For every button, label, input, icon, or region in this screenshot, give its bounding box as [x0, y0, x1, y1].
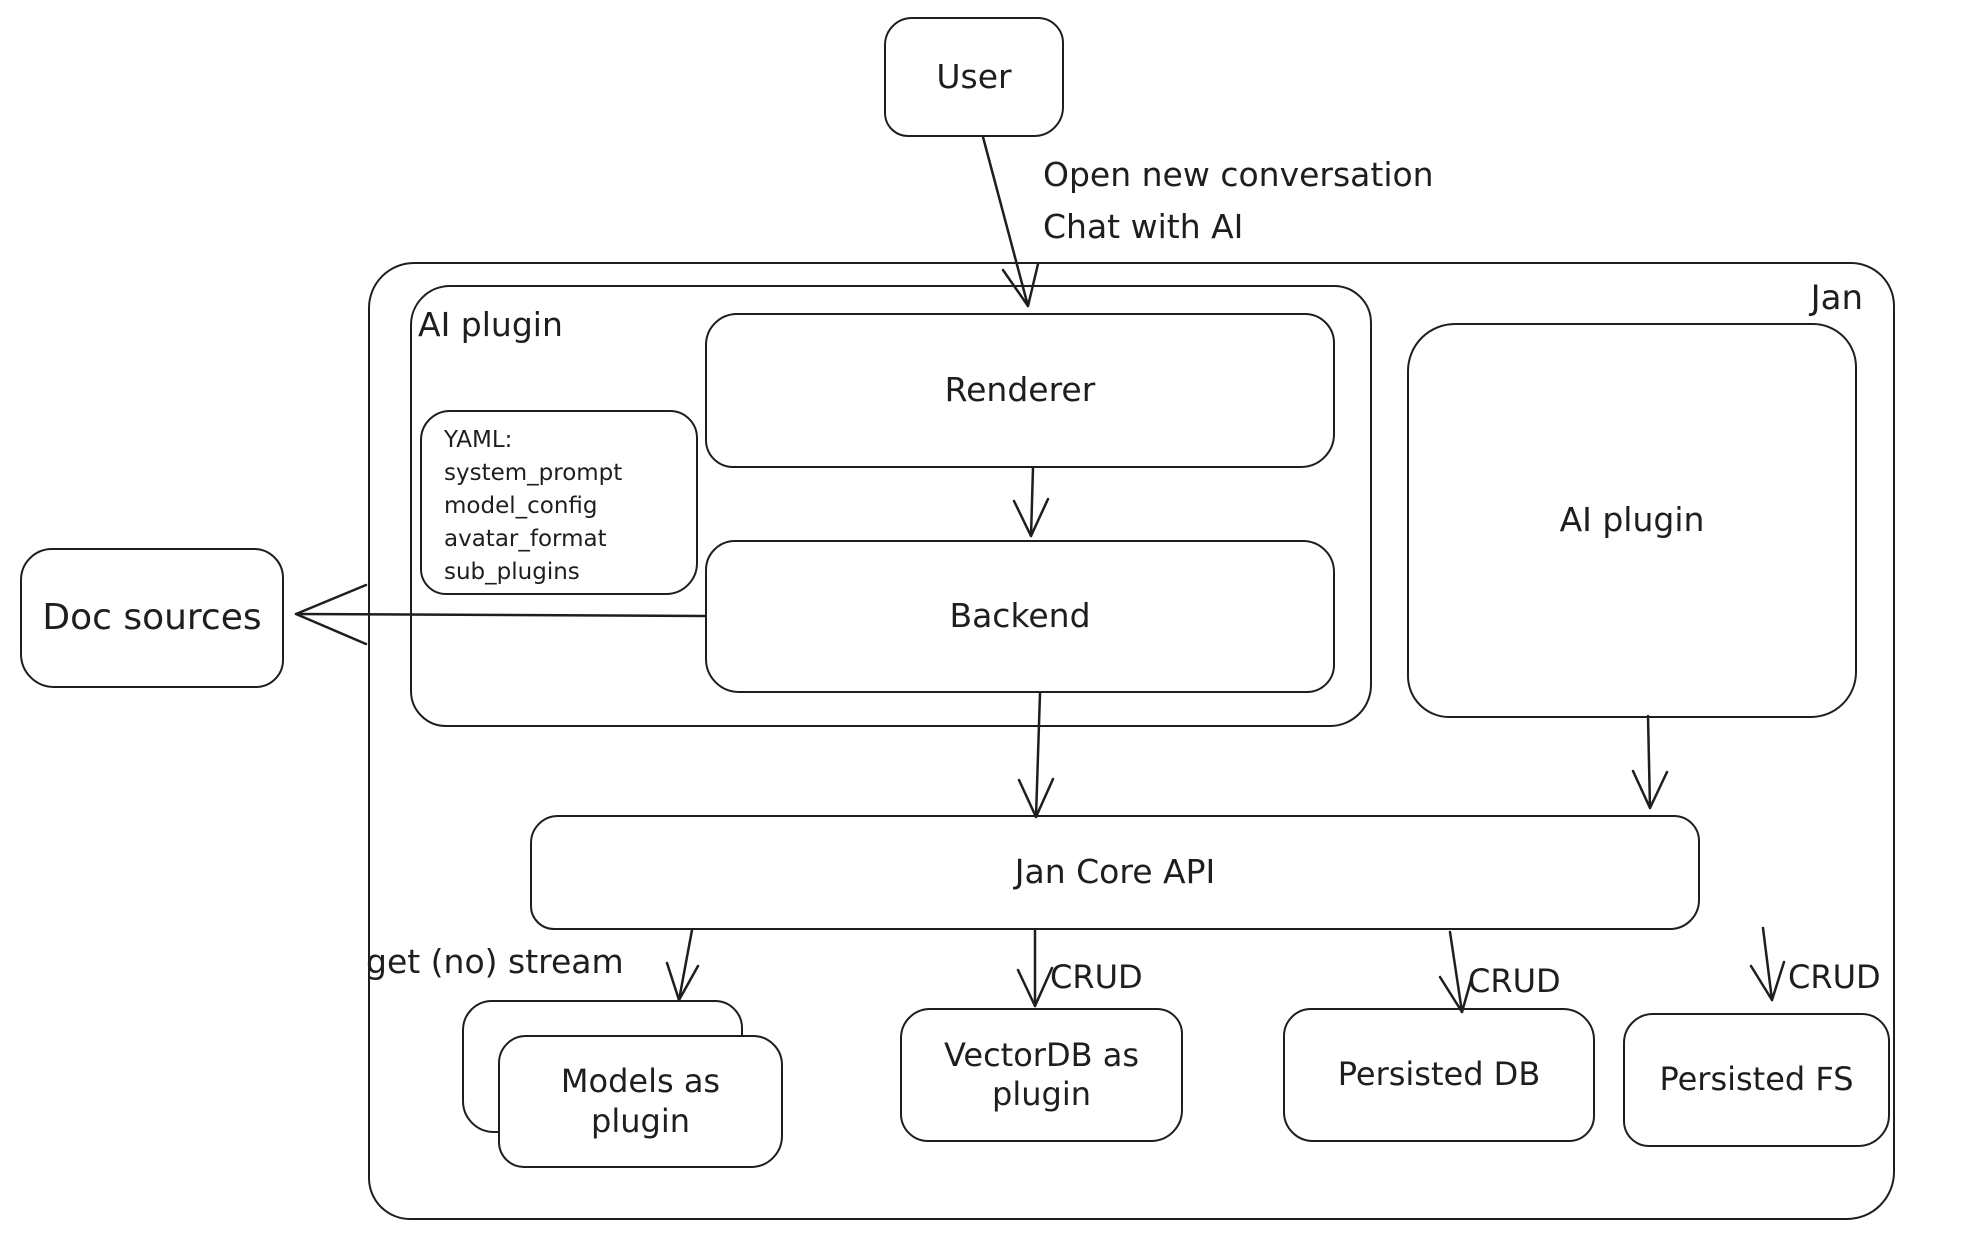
models-node: Models as plugin [498, 1035, 783, 1168]
user-node-label: User [936, 56, 1012, 96]
yaml-line: sub_plugins [444, 559, 580, 585]
persisted-fs-node-label: Persisted FS [1659, 1060, 1854, 1099]
doc-sources-node: Doc sources [20, 548, 284, 688]
persisted-db-node-label: Persisted DB [1337, 1055, 1541, 1094]
jan-core-api-node: Jan Core API [530, 815, 1700, 930]
crud-label-persisted-fs: CRUD [1788, 958, 1881, 996]
renderer-node: Renderer [705, 313, 1335, 468]
yaml-line: YAML: [444, 427, 513, 453]
vectordb-node-label: VectorDB as plugin [943, 1035, 1139, 1113]
backend-node: Backend [705, 540, 1335, 693]
renderer-node-label: Renderer [944, 370, 1096, 410]
user-flow-label-line1: Open new conversation [1043, 155, 1434, 194]
jan-core-api-node-label: Jan Core API [1014, 852, 1216, 892]
yaml-line: avatar_format [444, 526, 607, 552]
doc-sources-node-label: Doc sources [42, 597, 262, 639]
user-node: User [884, 17, 1064, 137]
jan-container-label: Jan [1810, 278, 1863, 318]
yaml-line: model_config [444, 493, 598, 519]
models-node-label: Models as plugin [560, 1062, 721, 1140]
user-flow-label-line2: Chat with AI [1043, 207, 1244, 246]
vectordb-node: VectorDB as plugin [900, 1008, 1183, 1142]
yaml-note-text: YAML: system_prompt model_config avatar_… [444, 424, 622, 589]
crud-label-vectordb: CRUD [1050, 958, 1143, 996]
ai-plugin-node: AI plugin [1407, 323, 1857, 718]
backend-node-label: Backend [949, 596, 1091, 636]
persisted-db-node: Persisted DB [1283, 1008, 1595, 1142]
yaml-note: YAML: system_prompt model_config avatar_… [420, 410, 698, 595]
persisted-fs-node: Persisted FS [1623, 1013, 1890, 1147]
get-stream-label: get (no) stream [366, 942, 624, 981]
crud-label-persisted-db: CRUD [1468, 962, 1561, 1000]
ai-plugin-node-label: AI plugin [1559, 500, 1705, 540]
ai-plugin-group-label: AI plugin [418, 305, 563, 344]
yaml-line: system_prompt [444, 460, 623, 486]
